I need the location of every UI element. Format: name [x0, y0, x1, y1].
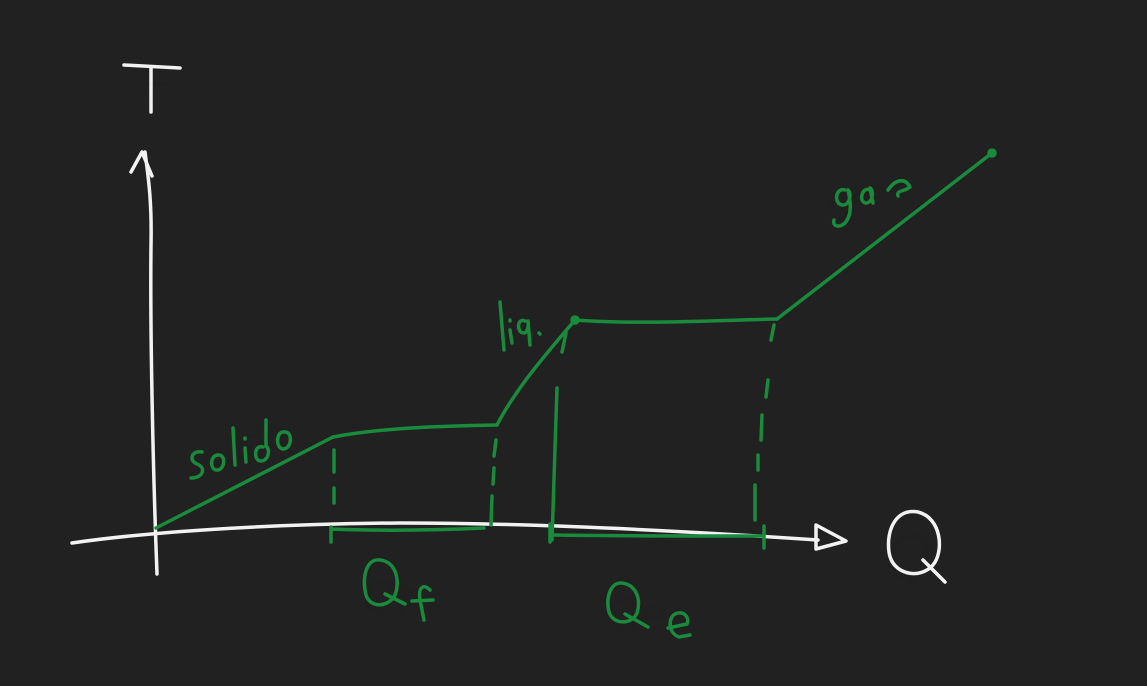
gas-label: gas [821, 165, 891, 223]
solid-label: solido [178, 413, 291, 485]
fusion-heat-bracket [329, 525, 486, 544]
fusion-plateau [331, 423, 499, 439]
x-axis-label-glyph [886, 509, 947, 584]
x-axis [70, 521, 820, 545]
evaporation-heat-label-glyph [606, 581, 692, 639]
y-axis-label: T [140, 76, 168, 122]
fusion-heat-label-glyph [362, 558, 435, 622]
axes [70, 63, 947, 584]
evaporation-plateau [573, 317, 779, 324]
evaporation-heat-bracket [548, 522, 766, 550]
fusion-heat-label: Qf [362, 572, 419, 623]
text-labels: T Q solido liq. gas Qf Qe [140, 76, 932, 641]
y-axis-arrowhead [129, 150, 154, 178]
heating-curve [154, 148, 997, 639]
liquid-label-glyph [498, 300, 542, 352]
gas-endpoint [987, 148, 997, 158]
x-axis-label: Q [885, 523, 932, 593]
gas-segment [775, 151, 994, 321]
solid-label-glyph [189, 418, 293, 480]
solid-segment [154, 435, 335, 530]
evaporation-heat-label: Qe [605, 590, 667, 641]
x-axis-arrowhead [814, 523, 848, 551]
fusion-end-dashes [489, 438, 498, 527]
evaporation-start-line [550, 331, 568, 542]
evaporation-end-dashes [753, 323, 776, 522]
liquid-label: liq. [498, 313, 552, 354]
liquid-endpoint [570, 315, 580, 325]
y-axis [143, 150, 159, 576]
y-axis-label-glyph [122, 63, 182, 114]
gas-label-glyph [831, 178, 912, 228]
